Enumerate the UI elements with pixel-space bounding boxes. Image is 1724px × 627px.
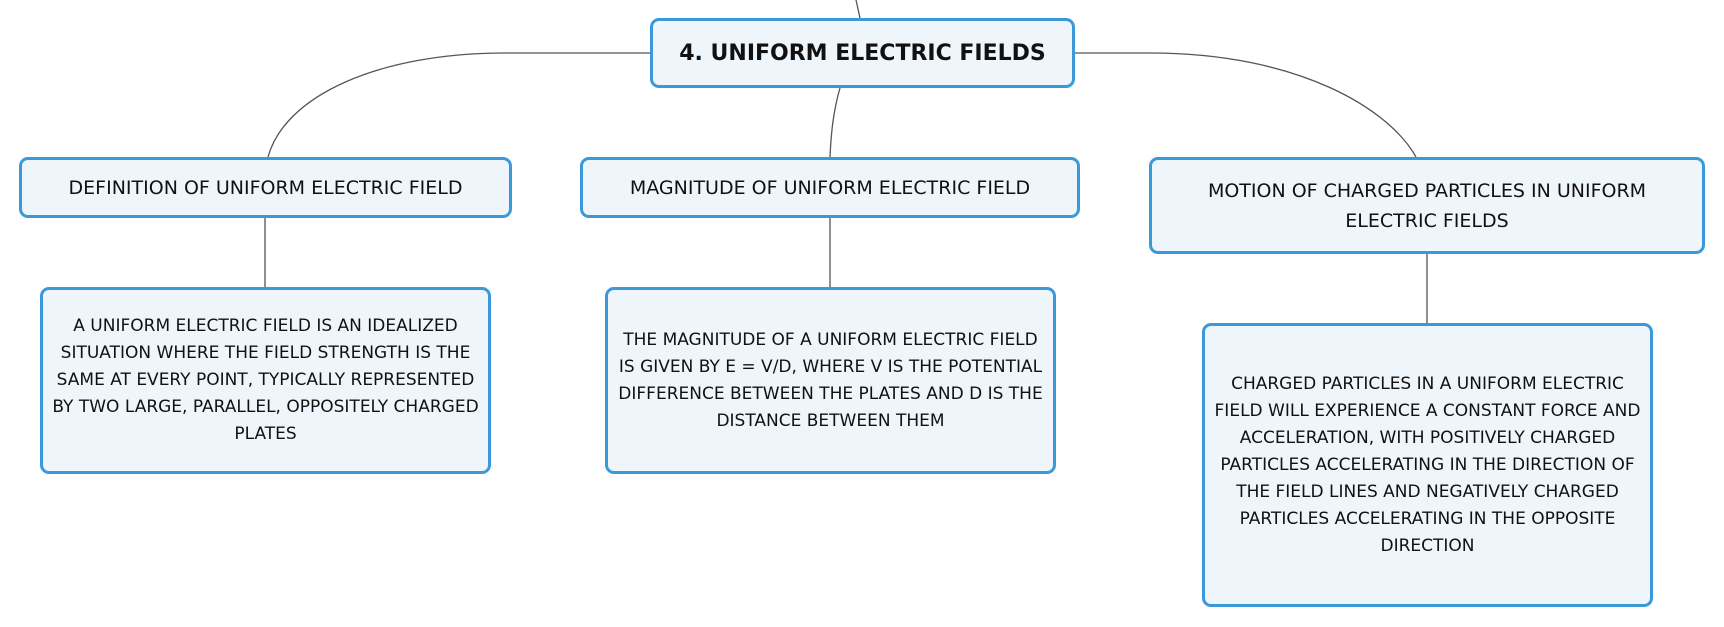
branch-node-magnitude[interactable]: MAGNITUDE OF UNIFORM ELECTRIC FIELD: [580, 157, 1080, 218]
branch-label-definition: DEFINITION OF UNIFORM ELECTRIC FIELD: [68, 176, 463, 199]
connector-to-parent: [855, 0, 861, 19]
branch-node-motion[interactable]: MOTION OF CHARGED PARTICLES IN UNIFORM E…: [1149, 157, 1705, 254]
detail-node-definition[interactable]: A UNIFORM ELECTRIC FIELD IS AN IDEALIZED…: [40, 287, 491, 474]
branch-label-magnitude: MAGNITUDE OF UNIFORM ELECTRIC FIELD: [629, 176, 1031, 199]
connector-root-to-motion: [1075, 52, 1417, 158]
branch-node-definition[interactable]: DEFINITION OF UNIFORM ELECTRIC FIELD: [19, 157, 512, 218]
detail-text-motion: CHARGED PARTICLES IN A UNIFORM ELECTRIC …: [1214, 373, 1641, 556]
branch-label-motion: MOTION OF CHARGED PARTICLES IN UNIFORM E…: [1207, 179, 1647, 232]
detail-text-magnitude: THE MAGNITUDE OF A UNIFORM ELECTRIC FIEL…: [618, 329, 1043, 431]
detail-node-motion[interactable]: CHARGED PARTICLES IN A UNIFORM ELECTRIC …: [1202, 323, 1653, 607]
connector-root-to-definition: [267, 52, 650, 158]
detail-node-magnitude[interactable]: THE MAGNITUDE OF A UNIFORM ELECTRIC FIEL…: [605, 287, 1056, 474]
root-topic-node[interactable]: 4. UNIFORM ELECTRIC FIELDS: [650, 18, 1075, 88]
detail-text-definition: A UNIFORM ELECTRIC FIELD IS AN IDEALIZED…: [52, 316, 479, 444]
connector-root-to-magnitude: [829, 87, 841, 158]
root-topic-title: 4. UNIFORM ELECTRIC FIELDS: [679, 40, 1046, 66]
